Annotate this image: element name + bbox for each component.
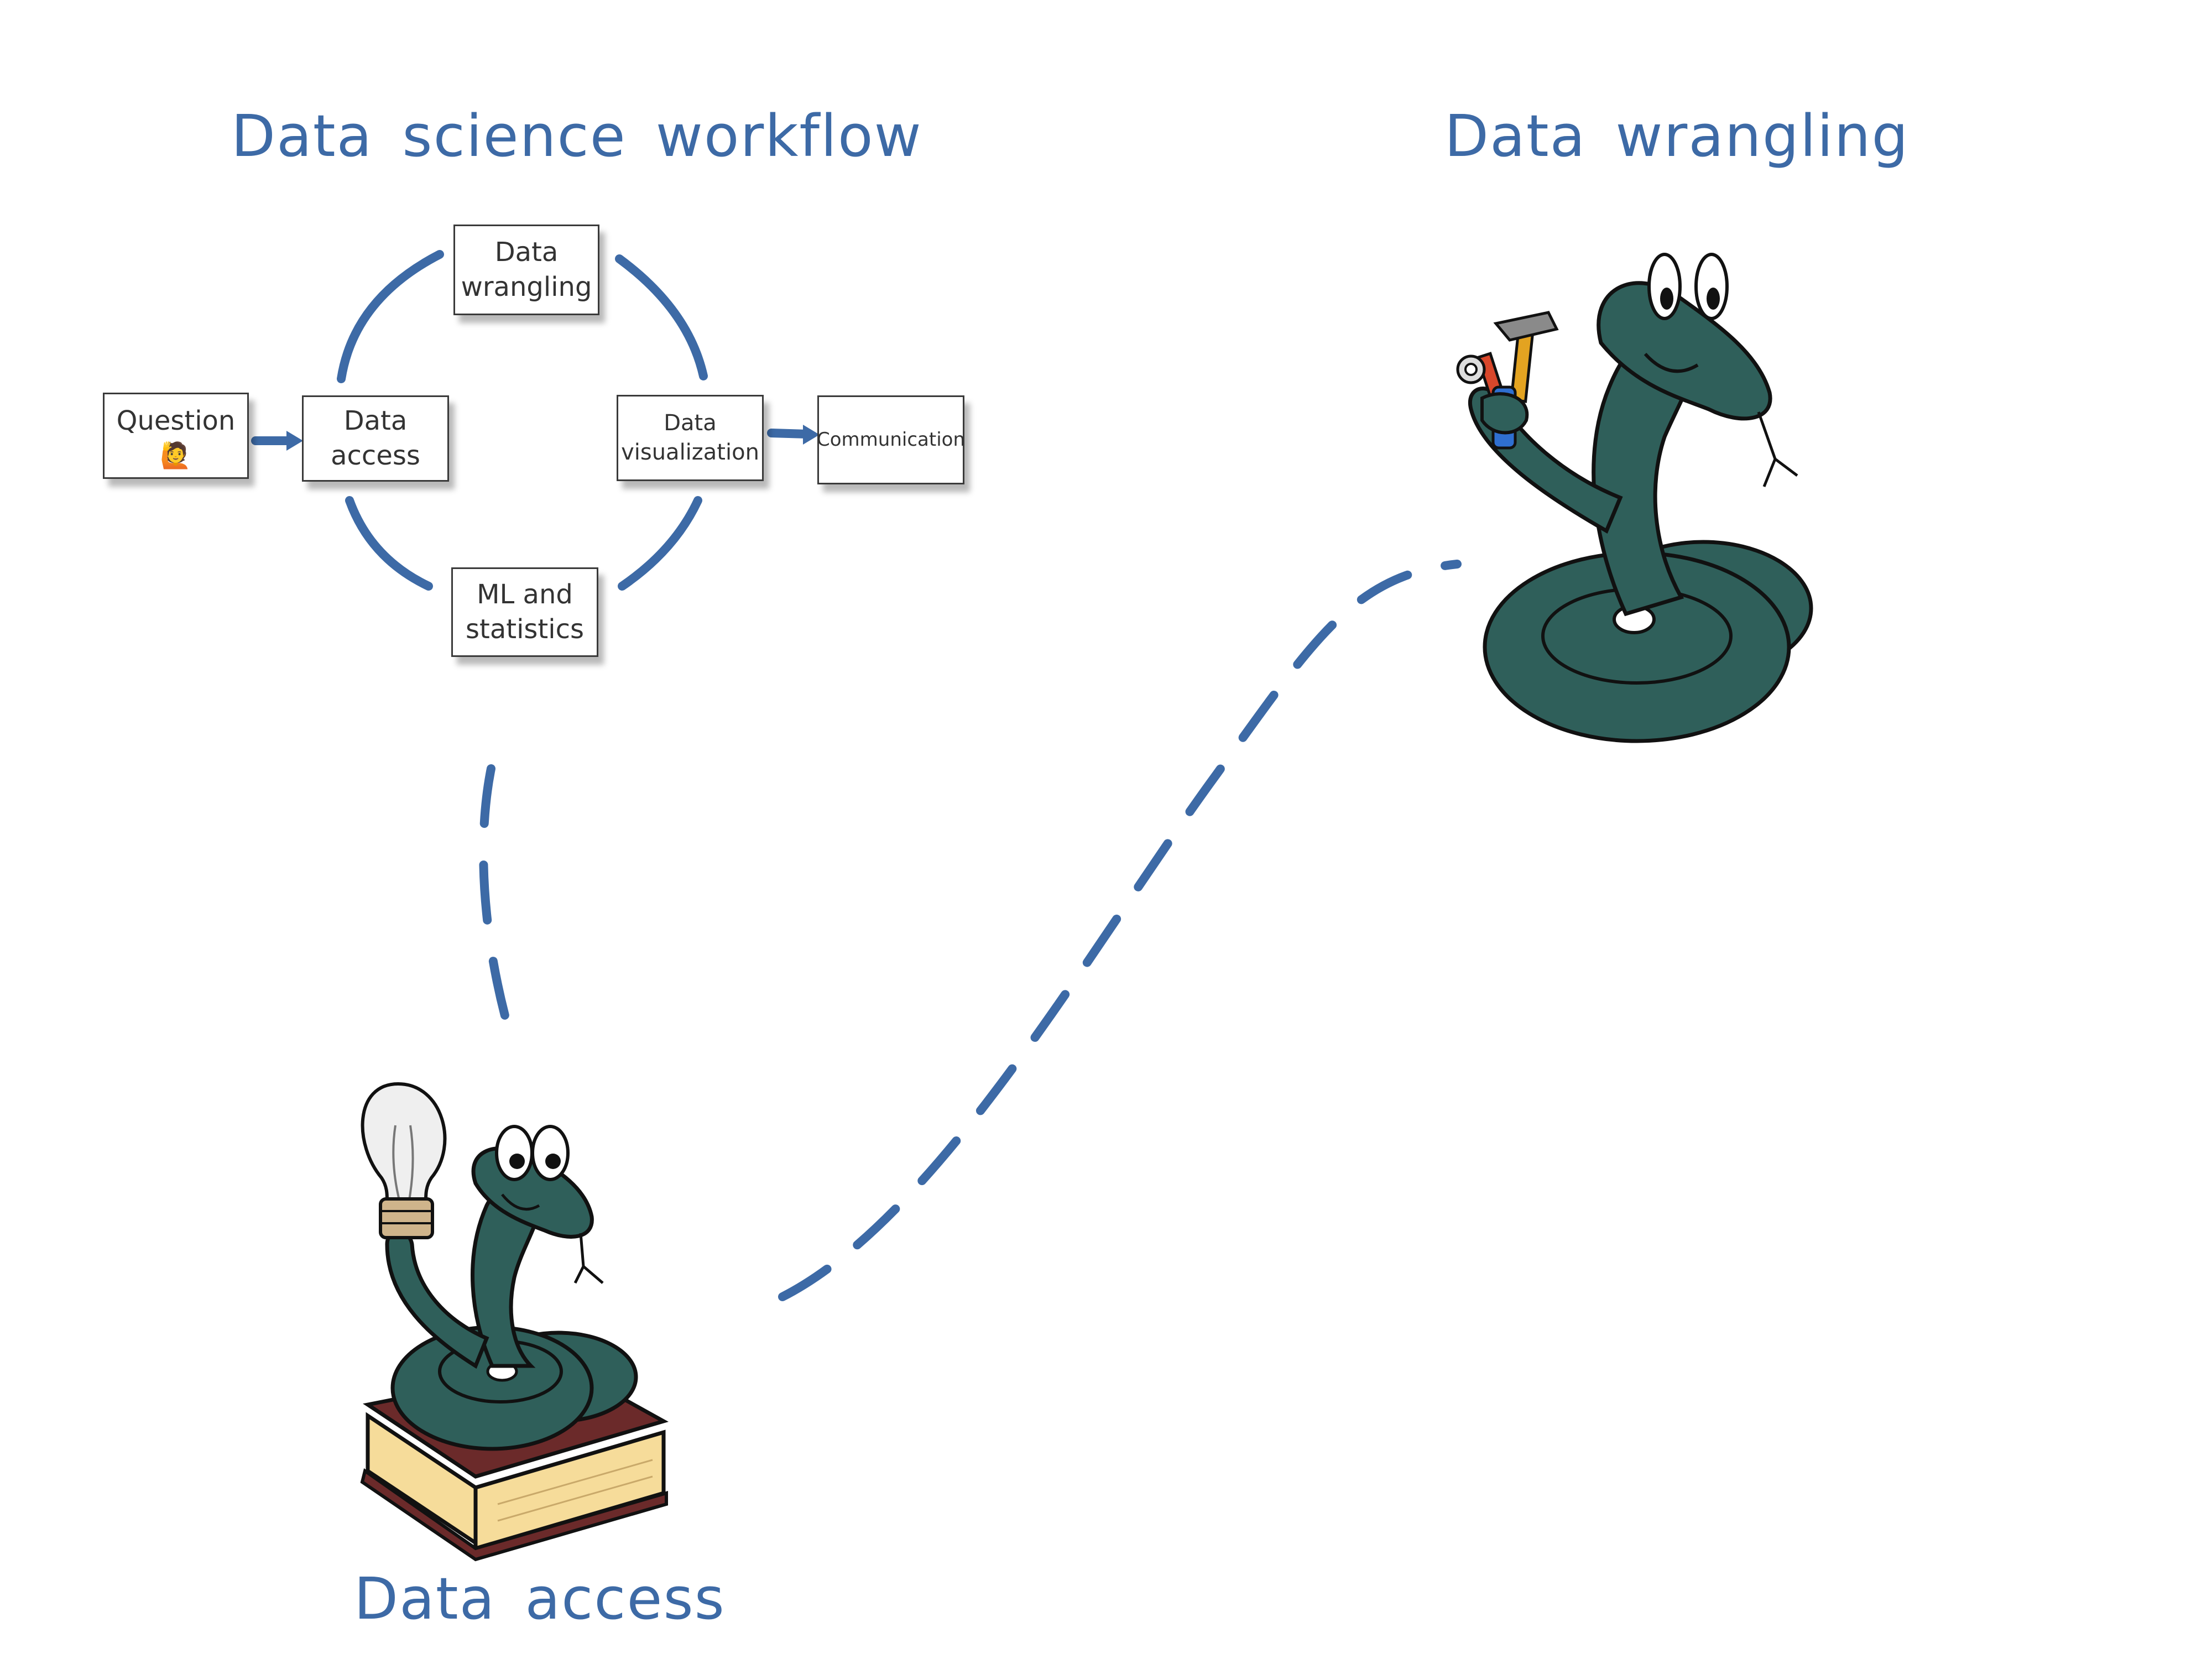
- ml-statistics-line1: ML and: [477, 578, 573, 610]
- ml-statistics-box: ML and statistics: [451, 567, 598, 657]
- person-raising-hand-icon: 🙋: [160, 440, 192, 470]
- data-visualization-box: Data visualization: [617, 395, 764, 481]
- workflow-title: Data science workflow: [231, 102, 922, 170]
- data-wrangling-line1: Data: [494, 236, 559, 268]
- arrow-visualization-to-communication: [767, 429, 812, 439]
- cycle-arc-top-left: [337, 250, 444, 383]
- data-access-title: Data access: [354, 1565, 726, 1632]
- ml-statistics-line2: statistics: [466, 614, 584, 645]
- cycle-arc-bottom-left: [345, 496, 433, 591]
- data-wrangling-title: Data wrangling: [1444, 102, 1910, 170]
- data-visualization-line2: visualization: [621, 440, 759, 465]
- data-access-line2: access: [331, 440, 420, 471]
- cycle-arc-bottom-right: [618, 496, 702, 591]
- data-wrangling-line2: wrangling: [461, 272, 592, 302]
- data-wrangling-box: Data wrangling: [453, 225, 599, 315]
- dashed-path-access-to-wrangling: [778, 560, 1462, 1301]
- data-access-box: Data access: [302, 395, 449, 482]
- arrowhead-communication: [803, 425, 820, 445]
- question-label: Question: [116, 405, 236, 437]
- arrowhead-access: [286, 431, 303, 451]
- question-box: Question 🙋: [103, 393, 249, 479]
- data-visualization-line1: Data: [664, 410, 717, 436]
- communication-box: Communication: [817, 395, 965, 484]
- communication-label: Communication: [817, 429, 965, 451]
- data-access-line1: Data: [343, 405, 408, 436]
- cycle-arc-top-right: [615, 254, 708, 380]
- dashed-path-to-access: [479, 764, 516, 1044]
